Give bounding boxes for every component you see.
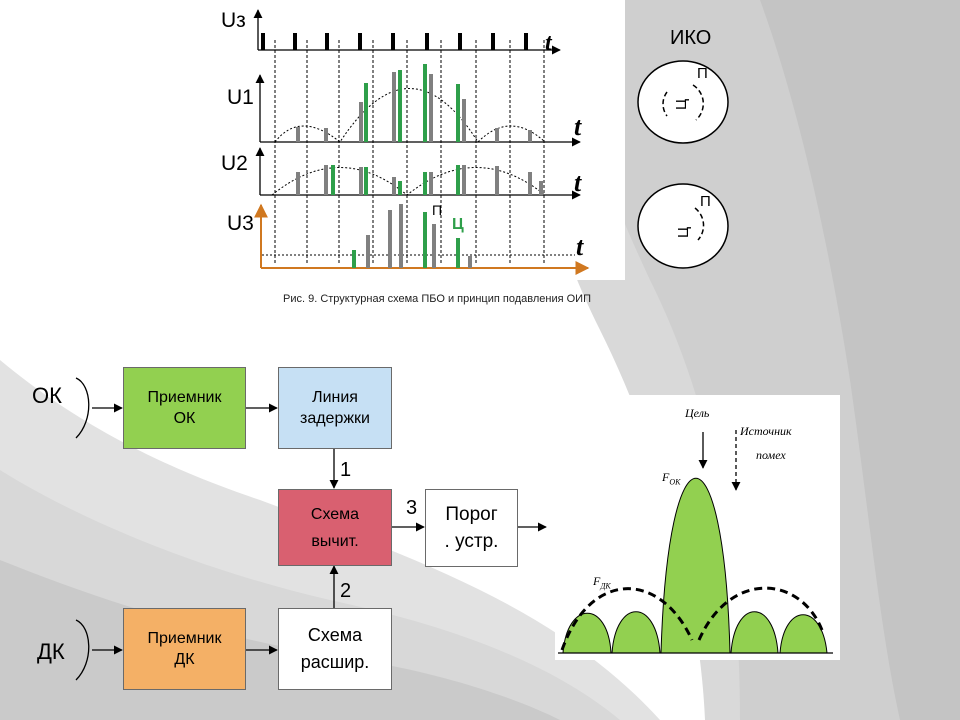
block-connections	[75, 377, 547, 681]
u3-pulses	[352, 204, 472, 268]
u3-axis-label: U3	[227, 212, 254, 235]
dk-input-bracket	[75, 619, 90, 681]
delay-line-line2: задержки	[299, 410, 370, 427]
target-label: Цель	[685, 406, 710, 420]
iko-top-screen	[637, 60, 729, 144]
fdk-pattern-right	[697, 586, 824, 641]
u2-t-label: t	[574, 168, 582, 197]
f-dk-base: F	[593, 574, 601, 588]
sync-pulses	[261, 33, 528, 50]
iko-bottom-c: Ц	[675, 226, 693, 239]
expander-line1: Схема	[307, 625, 363, 645]
timing-guides	[274, 40, 545, 265]
uz-axis-label: Uз	[221, 9, 246, 32]
u1-t-label: t	[574, 112, 582, 141]
u2-pulses	[296, 165, 543, 195]
f-ok-base: F	[662, 470, 670, 484]
sidelobe-2	[611, 611, 661, 654]
f-ok-label: FОК	[662, 470, 680, 486]
u2-envelope	[271, 167, 546, 196]
receiver-ok-block: Приемник ОК	[123, 367, 246, 449]
fdk-pattern-left	[560, 587, 694, 651]
antenna-pattern	[558, 430, 833, 654]
u1-axis-label: U1	[227, 86, 254, 109]
expander-line2: расшир.	[300, 652, 370, 672]
interference-label-line2: помех	[756, 448, 786, 462]
ok-input-label: ОК	[32, 383, 62, 408]
uz-t-label: t	[545, 30, 552, 56]
u2-axis-label: U2	[221, 152, 248, 175]
u1-pulses	[296, 64, 532, 142]
link-number-2: 2	[340, 580, 352, 602]
subtractor-block: Схема вычит.	[278, 489, 392, 566]
receiver-ok-line1: Приемник	[147, 389, 222, 406]
sidelobe-3	[730, 611, 779, 654]
f-dk-label: FДК	[593, 574, 611, 590]
sidelobe-4	[779, 614, 828, 654]
link-number-3: 3	[406, 497, 418, 519]
u1-envelope	[274, 88, 546, 143]
u3-t-label: t	[576, 232, 584, 261]
threshold-line1: Порог	[445, 504, 498, 525]
iko-top-p: П	[697, 65, 708, 82]
main-lobe-fok	[660, 478, 731, 654]
timing-diagram-panel	[215, 0, 625, 280]
receiver-dk-block: Приемник ДК	[123, 608, 246, 690]
delay-line-line1: Линия	[312, 389, 358, 406]
f-dk-sub: ДК	[600, 581, 611, 591]
iko-displays	[637, 60, 729, 269]
threshold-block: Порог . устр.	[425, 489, 518, 567]
u3-c-marker: Ц	[452, 216, 464, 233]
f-ok-sub: ОК	[669, 477, 681, 487]
u3-p-marker: П	[432, 202, 443, 218]
timing-diagram	[253, 9, 590, 275]
receiver-dk-line1: Приемник	[147, 630, 222, 647]
iko-bottom-p: П	[700, 193, 711, 210]
threshold-line2: . устр.	[444, 531, 499, 552]
iko-top-c: Ц	[673, 98, 691, 111]
iko-bottom-screen	[637, 183, 729, 269]
expander-block: Схема расшир.	[278, 608, 392, 690]
iko-title: ИКО	[670, 27, 712, 49]
receiver-ok-line2: ОК	[173, 410, 196, 427]
receiver-dk-line2: ДК	[174, 651, 195, 668]
interference-label-line1: Источник	[740, 424, 792, 438]
subtractor-line2: вычит.	[311, 532, 359, 550]
ok-input-bracket	[75, 377, 90, 439]
link-number-1: 1	[340, 459, 352, 481]
subtractor-line1: Схема	[310, 505, 360, 523]
delay-line-block: Линия задержки	[278, 367, 392, 449]
dk-input-label: ДК	[37, 639, 65, 664]
figure-caption: Рис. 9. Структурная схема ПБО и принцип …	[283, 293, 591, 305]
